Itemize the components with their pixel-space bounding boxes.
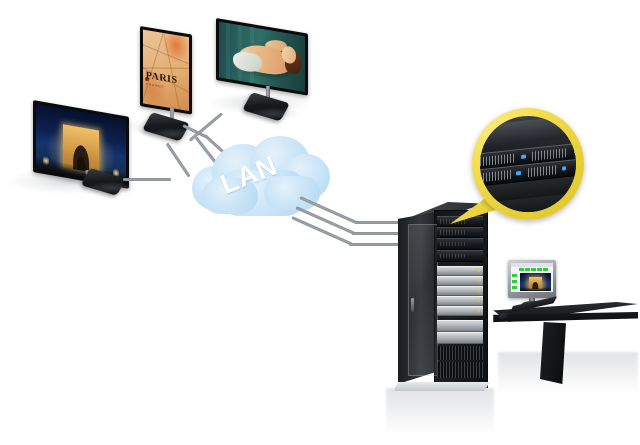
ui-toolbar-button[interactable] <box>537 268 542 271</box>
preview-ground <box>520 288 551 291</box>
rack-base <box>394 382 490 391</box>
arc-light-left-icon <box>43 154 50 167</box>
ui-sidebar-button[interactable] <box>512 286 517 289</box>
callout-led <box>574 149 576 154</box>
player-box-1-shadow <box>86 182 136 194</box>
ui-preview-thumbnail[interactable] <box>520 273 551 291</box>
rack-led <box>478 290 480 292</box>
display-2-artwork: PARIS FRANCE <box>143 29 189 112</box>
rack-led <box>478 300 480 302</box>
rack-unit <box>437 227 483 238</box>
rack-left-panel <box>398 212 436 384</box>
cable-cloud-to-rack-1b <box>355 221 403 224</box>
desk-edge <box>493 312 638 323</box>
rack-unit <box>437 286 483 296</box>
cable-cloud-to-rack-3b <box>349 243 403 246</box>
rack-vent-mesh <box>437 362 483 378</box>
ui-toolbar-button[interactable] <box>543 268 548 271</box>
art-stripe <box>225 22 231 80</box>
rack-door-handle[interactable] <box>411 298 414 312</box>
preview-arch <box>532 282 539 290</box>
rack-unit <box>437 266 483 276</box>
rack-unit <box>437 216 483 227</box>
lcd-monitor[interactable] <box>508 260 564 308</box>
callout-led <box>516 171 522 176</box>
callout-led <box>520 154 526 160</box>
magnifier-callout[interactable] <box>450 108 588 224</box>
rack-unit <box>437 250 483 262</box>
rack-led <box>478 310 480 312</box>
monitor-screen[interactable] <box>511 263 553 292</box>
cable-box1-to-cloud-a <box>123 178 171 181</box>
server-rack-cabinet[interactable] <box>392 202 492 392</box>
rack-reflection <box>386 388 494 434</box>
player-box-3-shadow <box>248 108 300 120</box>
ui-toolbar-button[interactable] <box>519 268 524 271</box>
ui-titlebar <box>511 263 553 267</box>
rack-unit <box>437 238 483 250</box>
callout-viewport <box>480 116 576 212</box>
ui-toolbar-button[interactable] <box>531 268 536 271</box>
player-box-2-shadow <box>148 128 200 140</box>
map-road <box>161 29 183 112</box>
rack-vent-mesh <box>437 346 483 360</box>
display-paris-map-poster[interactable]: PARIS FRANCE <box>140 26 192 115</box>
desk-leg <box>540 322 566 384</box>
rack-unit <box>437 296 483 306</box>
display-reclining-figure[interactable] <box>216 18 308 96</box>
desk-reflection <box>498 352 638 392</box>
rack-unit <box>437 306 483 316</box>
ui-sidebar-button[interactable] <box>512 280 517 283</box>
cable-cloud-to-rack-2b <box>352 232 403 235</box>
preview-monument <box>529 277 542 290</box>
map-road <box>143 67 189 69</box>
display-3-neck <box>266 86 270 98</box>
lan-cloud[interactable]: LAN <box>186 136 334 218</box>
callout-led <box>562 166 567 171</box>
rack-led <box>478 280 480 282</box>
rack-unit <box>437 320 483 332</box>
cloud-lobe <box>202 178 258 214</box>
monitor-stand-neck <box>529 298 535 303</box>
rack-led <box>478 270 480 272</box>
rack-unit <box>437 332 483 344</box>
rack-unit <box>437 276 483 286</box>
cable-display2-to-box2 <box>170 107 174 119</box>
preview-artwork <box>520 273 551 291</box>
ui-sidebar-button[interactable] <box>512 274 517 277</box>
ui-toolbar-button[interactable] <box>525 268 530 271</box>
display-2-screen: PARIS FRANCE <box>143 29 189 112</box>
